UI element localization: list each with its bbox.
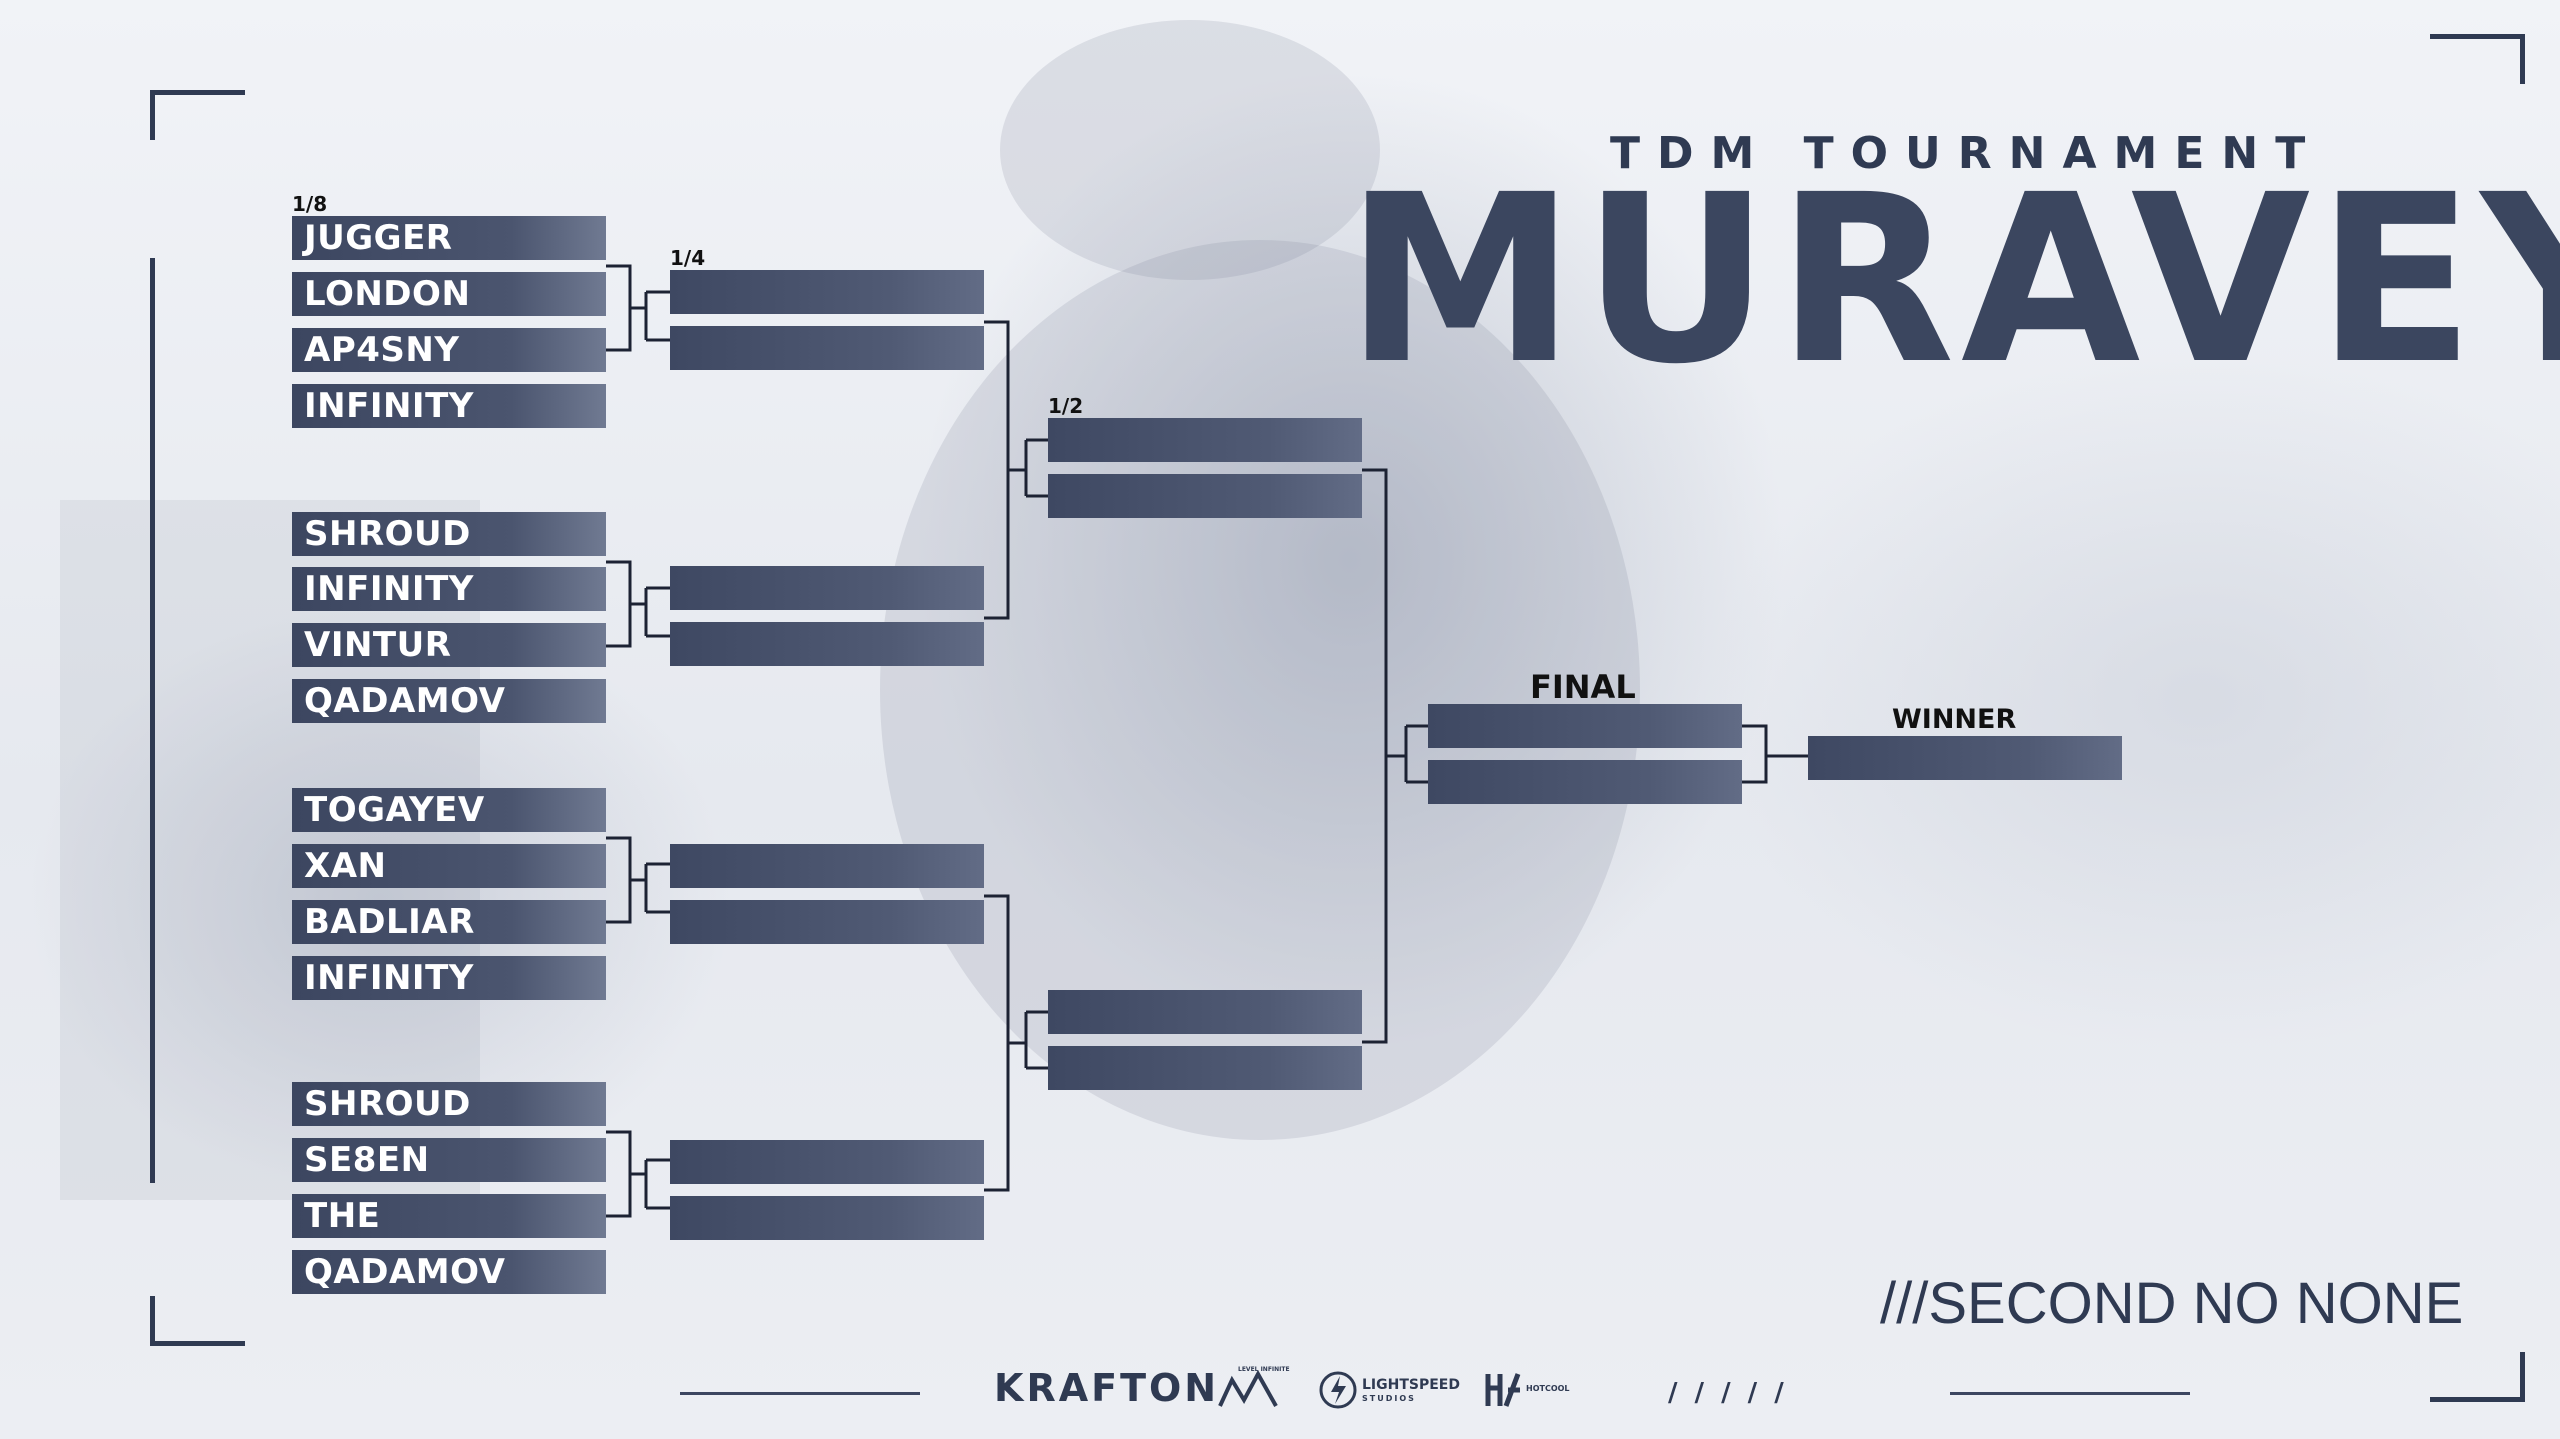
- team-slot-r16: SHROUD: [292, 512, 606, 556]
- team-slot-r16: QADAMOV: [292, 679, 606, 723]
- team-slot-quarter: [670, 326, 984, 370]
- footer-rule-right: [1950, 1392, 2190, 1395]
- footer-slashes: / / / / /: [1668, 1378, 1788, 1408]
- team-slot-semi: [1048, 1046, 1362, 1090]
- team-slot-final: [1428, 760, 1742, 804]
- team-slot-r16: QADAMOV: [292, 1250, 606, 1294]
- team-slot-r16: JUGGER: [292, 216, 606, 260]
- left-vertical-rule: [150, 258, 155, 1183]
- team-slot-final: [1428, 704, 1742, 748]
- level-infinite-icon: [1218, 1369, 1278, 1407]
- hotcool-wordmark: HOTCOOL: [1526, 1384, 1570, 1393]
- krafton-logo: KRAFTON: [994, 1366, 1220, 1410]
- stage-label-quarter: 1/4: [670, 246, 706, 270]
- team-slot-quarter: [670, 1140, 984, 1184]
- level-infinite-logo: LEVEL INFINITE: [1218, 1366, 1290, 1412]
- team-slot-r16: LONDON: [292, 272, 606, 316]
- hotcool-logo: HOTCOOL: [1484, 1368, 1570, 1412]
- team-slot-r16: SE8EN: [292, 1138, 606, 1182]
- team-slot-r16: THE: [292, 1194, 606, 1238]
- team-slot-r16: VINTUR: [292, 623, 606, 667]
- lightspeed-logo: LIGHTSPEED STUDIOS: [1318, 1368, 1460, 1412]
- team-slot-quarter: [670, 622, 984, 666]
- corner-top-left: [150, 90, 245, 140]
- team-slot-quarter: [670, 1196, 984, 1240]
- tagline: ///SECOND NO NONE: [1880, 1271, 2464, 1336]
- team-slot-r16: BADLIAR: [292, 900, 606, 944]
- stage-label-winner: WINNER: [1892, 704, 2017, 735]
- team-slot-r16: AP4SNY: [292, 328, 606, 372]
- team-slot-r16: SHROUD: [292, 1082, 606, 1126]
- corner-top-right: [2430, 34, 2525, 84]
- team-slot-r16: XAN: [292, 844, 606, 888]
- lightspeed-wordmark: LIGHTSPEED: [1362, 1377, 1460, 1393]
- team-slot-r16: TOGAYEV: [292, 788, 606, 832]
- team-slot-quarter: [670, 844, 984, 888]
- lightspeed-studios-wordmark: STUDIOS: [1362, 1394, 1416, 1403]
- stage-label-semi: 1/2: [1048, 394, 1084, 418]
- team-slot-semi: [1048, 990, 1362, 1034]
- team-slot-semi: [1048, 418, 1362, 462]
- corner-bottom-right: [2430, 1352, 2525, 1402]
- stage-label-final: FINAL: [1530, 668, 1636, 706]
- team-slot-quarter: [670, 900, 984, 944]
- team-slot-quarter: [670, 566, 984, 610]
- stage-label-round-of-16: 1/8: [292, 192, 328, 216]
- lightspeed-icon: [1319, 1371, 1357, 1409]
- team-slot-r16: INFINITY: [292, 956, 606, 1000]
- team-slot-r16: INFINITY: [292, 567, 606, 611]
- team-slot-r16: INFINITY: [292, 384, 606, 428]
- team-slot-quarter: [670, 270, 984, 314]
- event-subtitle: TDM TOURNAMENT: [1610, 128, 2323, 179]
- team-slot-semi: [1048, 474, 1362, 518]
- hotcool-icon: [1485, 1373, 1521, 1407]
- event-title: MURAVEY: [1345, 145, 2560, 415]
- corner-bottom-left: [150, 1296, 245, 1346]
- footer-rule-left: [680, 1392, 920, 1395]
- winner-slot: [1808, 736, 2122, 780]
- level-infinite-wordmark: LEVEL INFINITE: [1238, 1366, 1290, 1373]
- soldier-helmet-shape: [1000, 20, 1380, 280]
